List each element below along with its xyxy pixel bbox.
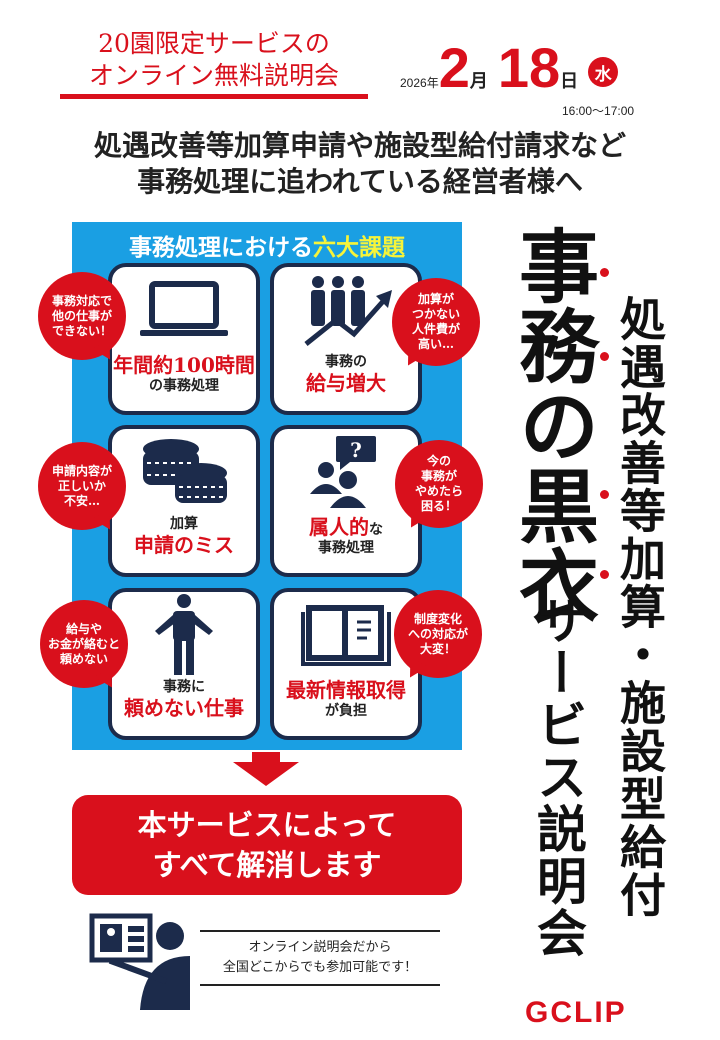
panel-title-text: 事務処理における (129, 234, 313, 261)
month: 2 (438, 36, 470, 99)
book-icon (274, 592, 418, 678)
laptop-icon (112, 267, 256, 353)
event-time: 16:00〜17:00 (562, 104, 635, 118)
card-red-text: 頼めない仕事 (124, 696, 244, 720)
emphasis-dot (600, 352, 609, 361)
card-text: が負担 (325, 703, 367, 719)
arrow-stem (252, 752, 280, 762)
vertical-main-title: 事務の黒衣 (506, 225, 600, 625)
gclip-logo: GCLIP (525, 996, 627, 1029)
down-arrow-icon (233, 762, 299, 786)
panel-title: 事務処理における六大課題 (72, 228, 462, 262)
svg-text:?: ? (350, 438, 362, 462)
cta-line2: すべて解消します (152, 848, 382, 882)
card-text: 事務に (163, 679, 205, 695)
person-shrug-icon (112, 592, 256, 678)
card-suffix: な (369, 522, 383, 538)
card-text: 事務処理 (318, 540, 374, 556)
issue-card-application: 加算 申請のミス (108, 425, 260, 577)
speech-bubble: 今の 事務が やめたら 困る！ (395, 440, 483, 528)
speech-bubble: 加算が つかない 人件費が 高い… (392, 278, 480, 366)
divider (60, 94, 368, 99)
staff-growth-icon (274, 267, 418, 353)
event-date: 2026年 2 月 18 日 水 (400, 36, 619, 99)
card-red-text: 年間約100時間 (113, 353, 255, 377)
speech-bubble: 事務対応で 他の仕事が できない！ (38, 272, 126, 360)
day: 18 (497, 36, 561, 99)
vertical-title-rest: サービス説明会 (529, 595, 588, 959)
issue-card-delegate: 事務に 頼めない仕事 (108, 588, 260, 740)
lead-text: 処遇改善等加算申請や施設型給付請求など事務処理に追われている経営者様へ (0, 128, 720, 200)
coins-icon (112, 429, 256, 515)
online-line1: オンライン説明会だから (248, 940, 392, 955)
event-label-line2: オンライン無料説明会 (88, 61, 339, 90)
issue-card-info: 最新情報取得 が負担 (270, 588, 422, 740)
card-red-text: 最新情報取得 (286, 678, 406, 702)
day-unit: 日 (560, 71, 579, 91)
card-red-text: 給与増大 (306, 371, 386, 395)
card-red-text: 属人的 (309, 515, 369, 539)
event-label-line1: 20園限定サービスの (98, 29, 330, 58)
month-unit: 月 (469, 71, 488, 91)
emphasis-dot (600, 570, 609, 579)
people-question-icon: ? (274, 429, 418, 515)
online-line2: 全国どこからでも参加可能です！ (222, 960, 418, 975)
emphasis-dot (600, 490, 609, 499)
issue-card-hours: 年間約100時間 の事務処理 (108, 263, 260, 415)
card-text: 事務の (325, 354, 367, 370)
event-label: 20園限定サービスのオンライン無料説明会 (60, 28, 368, 92)
year: 2026年 (400, 76, 439, 90)
lead-line2: 事務処理に追われている経営者様へ (137, 165, 583, 198)
speech-bubble: 申請内容が 正しいか 不安… (38, 442, 126, 530)
speech-bubble: 給与や お金が絡むと 頼めない (40, 600, 128, 688)
weekday-badge: 水 (588, 57, 619, 87)
issue-card-personal: ? 属人的な 事務処理 (270, 425, 422, 577)
speech-bubble: 制度変化 への対応が 大変！ (394, 590, 482, 678)
lead-line1: 処遇改善等加算申請や施設型給付請求など (93, 129, 626, 162)
solution-banner: 本サービスによってすべて解消します (72, 795, 462, 895)
card-red-text: 申請のミス (134, 533, 234, 557)
online-note: オンライン説明会だから全国どこからでも参加可能です！ (200, 930, 440, 986)
online-meeting-icon (88, 912, 193, 1016)
vertical-subtitle: 処遇改善等加算・施設型給付 (613, 295, 667, 919)
emphasis-dot (600, 268, 609, 277)
card-text: 加算 (170, 516, 198, 532)
card-text: の事務処理 (149, 378, 219, 394)
panel-title-highlight: 六大課題 (313, 234, 405, 261)
cta-line1: 本サービスによって (137, 808, 397, 842)
